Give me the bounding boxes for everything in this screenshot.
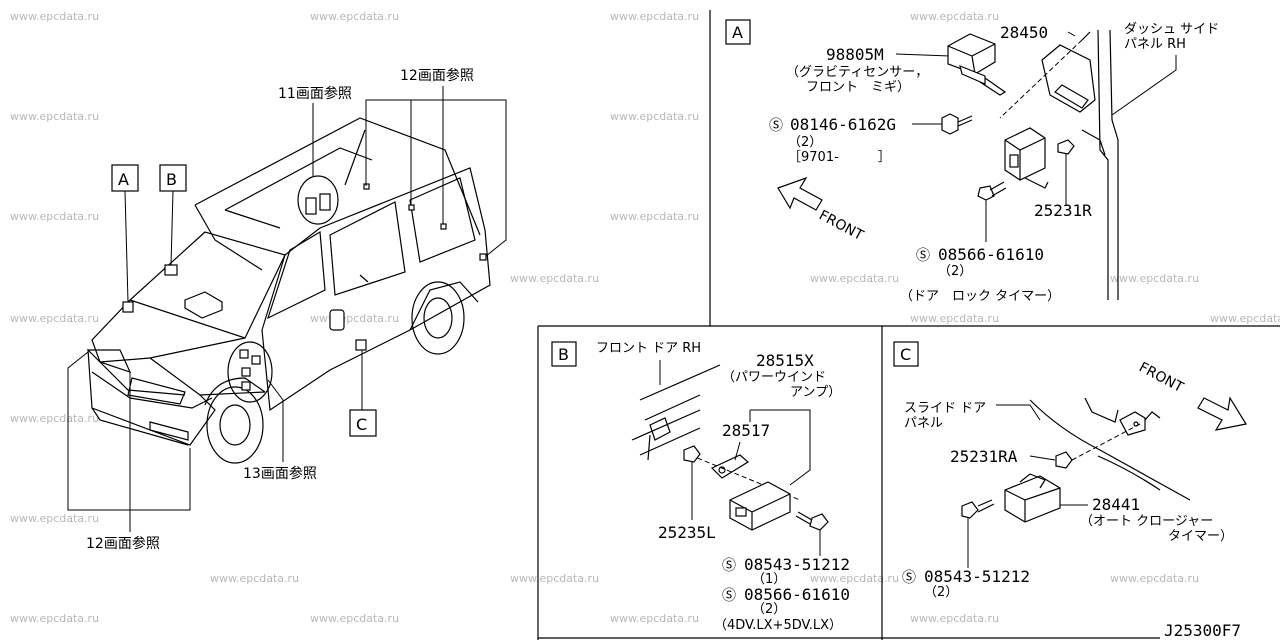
bolt-a2-code: 08566-61610 <box>938 245 1044 264</box>
bolt-b2-symbol: Ⓢ <box>722 588 736 604</box>
bolt-a1-range: ［9701- ］ <box>788 150 891 165</box>
watermark: www.epcdata.ru <box>10 612 99 625</box>
diagram-code: J25300F7 <box>1164 621 1241 640</box>
ref-label-11: 11画面参照 <box>278 85 352 102</box>
watermark: www.epcdata.ru <box>610 612 699 625</box>
watermark: www.epcdata.ru <box>910 612 999 625</box>
part-28515x: 28515X <box>756 351 814 370</box>
bolt-c-code: 08543-51212 <box>924 567 1030 586</box>
bolt-b1-symbol: Ⓢ <box>722 558 736 574</box>
watermark: www.epcdata.ru <box>910 312 999 325</box>
callout-c-label: C <box>356 415 367 434</box>
bolt-b1-qty: （1） <box>752 572 786 587</box>
watermark: www.epcdata.ru <box>310 312 399 325</box>
panel-c-label: C <box>900 345 911 364</box>
watermark: www.epcdata.ru <box>310 612 399 625</box>
watermark: www.epcdata.ru <box>1110 572 1199 585</box>
part-28441-desc1: （オート クロージャー <box>1080 514 1213 529</box>
part-98805m-desc1: （グラビティセンサー， <box>786 65 928 80</box>
van-overview <box>86 117 491 464</box>
watermark: www.epcdata.ru <box>10 312 99 325</box>
panel-b: B フロント ドア RH 28515X （パワーウインド アンプ） 28517 … <box>551 341 850 633</box>
watermark: www.epcdata.ru <box>610 210 699 223</box>
bolt-a1-qty: （2） <box>788 135 822 150</box>
panel-c: C FRONT スライド ドア パネル 25231RA 28441 （オート ク… <box>893 341 1247 600</box>
watermark: www.epcdata.ru <box>10 512 99 525</box>
slide-door-label1: スライド ドア <box>904 401 986 416</box>
watermark: www.epcdata.ru <box>1210 312 1280 325</box>
part-28517: 28517 <box>722 421 770 440</box>
slide-door-label2: パネル <box>904 416 943 431</box>
panel-b-note: （4DV.LX+5DV.LX） <box>714 618 842 633</box>
callout-a-label: A <box>118 170 129 189</box>
part-28441-desc2: タイマー） <box>1168 529 1233 544</box>
part-28515x-desc1: （パワーウインド <box>722 370 826 385</box>
panel-a: A 98805M （グラビティセンサー， フロント ミギ） 28450 ダッシュ… <box>725 19 1219 304</box>
bolt-a2-symbol: Ⓢ <box>916 248 930 264</box>
watermark: www.epcdata.ru <box>510 572 599 585</box>
part-28515x-desc2: アンプ） <box>790 385 841 400</box>
panel-a-front-label: FRONT <box>816 207 866 244</box>
panel-dividers <box>537 10 1280 640</box>
callout-box-c <box>349 409 377 437</box>
watermark: www.epcdata.ru <box>10 10 99 23</box>
watermark: www.epcdata.ru <box>10 412 99 425</box>
panel-a-note: （ドア ロック タイマー） <box>900 289 1060 304</box>
part-98805m: 98805M <box>826 45 884 64</box>
panel-b-label-box <box>551 341 577 367</box>
watermark: www.epcdata.ru <box>510 272 599 285</box>
bolt-b1-code: 08543-51212 <box>744 555 850 574</box>
bolt-a1-symbol: Ⓢ <box>769 118 783 134</box>
panel-c-front-label: FRONT <box>1136 359 1186 396</box>
part-28450: 28450 <box>1000 23 1048 42</box>
part-28441: 28441 <box>1092 495 1140 514</box>
watermark: www.epcdata.ru <box>310 10 399 23</box>
panel-b-door-label: フロント ドア RH <box>596 341 701 356</box>
bolt-a2-qty: （2） <box>938 264 972 279</box>
callout-b-label: B <box>166 170 177 189</box>
part-25231r: 25231R <box>1034 201 1092 220</box>
part-25235l: 25235L <box>658 523 716 542</box>
panel-c-label-box <box>893 341 919 367</box>
part-98805m-desc2: フロント ミギ） <box>806 80 910 95</box>
watermark-layer: www.epcdata.ru www.epcdata.ru www.epcdat… <box>10 10 1280 625</box>
ref-label-12-bottom: 12画面参照 <box>86 535 160 552</box>
overview-callouts: A B C 11画面参照 12画面参照 13画面参照 12画面参照 <box>67 67 507 552</box>
panel-a-label-box <box>725 19 751 45</box>
dash-side-label2: パネル RH <box>1124 37 1186 52</box>
bolt-c-qty: （2） <box>924 585 958 600</box>
watermark: www.epcdata.ru <box>10 210 99 223</box>
watermark: www.epcdata.ru <box>910 10 999 23</box>
panel-a-label: A <box>732 23 743 42</box>
ref-label-13: 13画面参照 <box>243 465 317 482</box>
bolt-b2-code: 08566-61610 <box>744 585 850 604</box>
watermark: www.epcdata.ru <box>610 110 699 123</box>
bolt-a1-code: 08146-6162G <box>790 115 896 134</box>
watermark: www.epcdata.ru <box>210 572 299 585</box>
dash-side-label1: ダッシュ サイド <box>1124 22 1219 37</box>
watermark: www.epcdata.ru <box>10 110 99 123</box>
watermark: www.epcdata.ru <box>1110 272 1199 285</box>
ref-label-12-top: 12画面参照 <box>400 67 474 84</box>
bolt-c-symbol: Ⓢ <box>902 570 916 586</box>
watermark: www.epcdata.ru <box>810 572 899 585</box>
panel-b-label: B <box>558 345 569 364</box>
part-25231ra: 25231RA <box>950 447 1018 466</box>
bolt-b2-qty: （2） <box>752 602 786 617</box>
watermark: www.epcdata.ru <box>610 10 699 23</box>
watermark: www.epcdata.ru <box>810 272 899 285</box>
